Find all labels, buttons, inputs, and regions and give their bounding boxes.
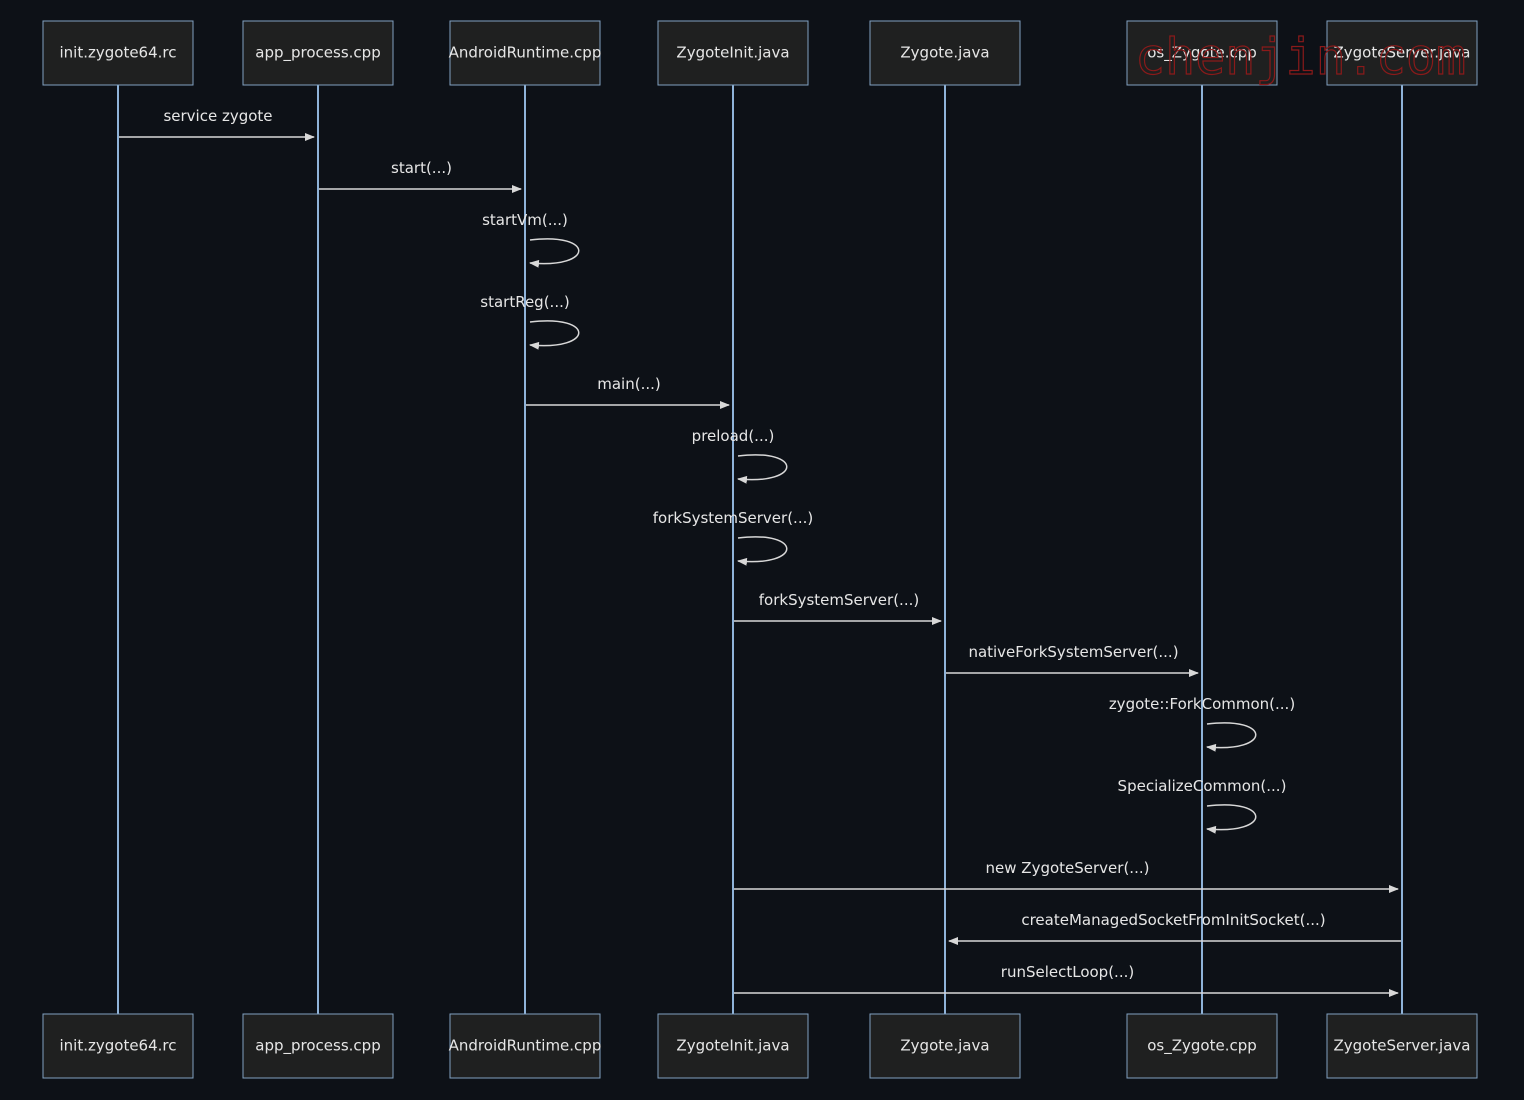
participant-box	[42, 20, 194, 86]
participant-box	[869, 1013, 1021, 1079]
message: runSelectLoop(...)	[734, 963, 1399, 997]
participant-top: init.zygote64.rc	[42, 20, 194, 86]
participant-bottom: os_Zygote.cpp	[1126, 1013, 1278, 1079]
participant-bottom: init.zygote64.rc	[42, 1013, 194, 1079]
participant-box	[869, 20, 1021, 86]
participant-box	[1126, 1013, 1278, 1079]
participant-box	[242, 20, 394, 86]
message-arrow	[737, 536, 788, 566]
participant-bottom: Zygote.java	[869, 1013, 1021, 1079]
message-label: service zygote	[163, 107, 272, 125]
message: forkSystemServer(...)	[734, 591, 942, 625]
participant-box	[242, 1013, 394, 1079]
participant-box	[657, 1013, 809, 1079]
participant-label: init.zygote64.rc	[60, 44, 177, 62]
participant-top: ZygoteServer.java	[1326, 20, 1478, 86]
message-label: startReg(...)	[480, 293, 569, 311]
participant-label: ZygoteServer.java	[1334, 1037, 1471, 1055]
participants: init.zygote64.rc init.zygote64.rc app_proc…	[42, 20, 1478, 1079]
message: nativeForkSystemServer(...)	[946, 643, 1199, 677]
participant-top: os_Zygote.cpp	[1126, 20, 1278, 86]
participant-box	[1326, 1013, 1478, 1079]
participant-box	[1326, 20, 1478, 86]
message-label: SpecializeCommon(...)	[1118, 777, 1287, 795]
message-label: runSelectLoop(...)	[1001, 963, 1134, 981]
self-message: forkSystemServer(...)	[653, 509, 813, 566]
participant-top: Zygote.java	[869, 20, 1021, 86]
participant-top: AndroidRuntime.cpp	[449, 20, 602, 86]
message: new ZygoteServer(...)	[734, 859, 1399, 893]
message-label: new ZygoteServer(...)	[986, 859, 1150, 877]
message-arrow	[737, 454, 788, 484]
participant-label: Zygote.java	[900, 1037, 989, 1055]
participant-top: app_process.cpp	[242, 20, 394, 86]
self-message: SpecializeCommon(...)	[1118, 777, 1287, 834]
participant-box	[1126, 20, 1278, 86]
lifelines	[117, 85, 1403, 1014]
message: service zygote	[119, 107, 315, 141]
participant-box	[42, 1013, 194, 1079]
participant-label: os_Zygote.cpp	[1147, 1037, 1257, 1056]
participant-box	[449, 1013, 601, 1079]
participant-box	[657, 20, 809, 86]
participant-label: init.zygote64.rc	[60, 1037, 177, 1055]
participant-label: ZygoteInit.java	[676, 1037, 789, 1055]
message-label: startVm(...)	[482, 211, 568, 229]
message-label: preload(...)	[692, 427, 775, 445]
participant-label: AndroidRuntime.cpp	[449, 1037, 602, 1055]
participant-label: app_process.cpp	[255, 1037, 380, 1056]
participant-bottom: ZygoteServer.java	[1326, 1013, 1478, 1079]
message-label: nativeForkSystemServer(...)	[968, 643, 1178, 661]
participant-label: AndroidRuntime.cpp	[449, 44, 602, 62]
messages: service zygote start(...) startVm(...) star…	[119, 107, 1401, 997]
message-arrow	[1206, 722, 1257, 752]
message-label: forkSystemServer(...)	[653, 509, 813, 527]
message: start(...)	[319, 159, 522, 193]
message-label: zygote::ForkCommon(...)	[1109, 695, 1295, 713]
message-arrow	[529, 320, 580, 350]
participant-bottom: AndroidRuntime.cpp	[449, 1013, 602, 1079]
message: createManagedSocketFromInitSocket(...)	[948, 911, 1401, 945]
message-label: main(...)	[597, 375, 661, 393]
message-arrow	[1206, 804, 1257, 834]
self-message: startReg(...)	[480, 293, 580, 350]
message-label: createManagedSocketFromInitSocket(...)	[1021, 911, 1325, 929]
message: main(...)	[526, 375, 730, 409]
participant-label: Zygote.java	[900, 44, 989, 62]
participant-top: ZygoteInit.java	[657, 20, 809, 86]
participant-label: app_process.cpp	[255, 44, 380, 63]
self-message: preload(...)	[692, 427, 788, 484]
message-label: start(...)	[391, 159, 452, 177]
participant-label: ZygoteInit.java	[676, 44, 789, 62]
participant-label: os_Zygote.cpp	[1147, 44, 1257, 63]
participant-box	[449, 20, 601, 86]
participant-bottom: ZygoteInit.java	[657, 1013, 809, 1079]
message-label: forkSystemServer(...)	[759, 591, 919, 609]
watermark-text: chenjin.com	[1135, 28, 1466, 86]
self-message: startVm(...)	[482, 211, 580, 268]
participant-label: ZygoteServer.java	[1334, 44, 1471, 62]
self-message: zygote::ForkCommon(...)	[1109, 695, 1295, 752]
participant-bottom: app_process.cpp	[242, 1013, 394, 1079]
message-arrow	[529, 238, 580, 268]
